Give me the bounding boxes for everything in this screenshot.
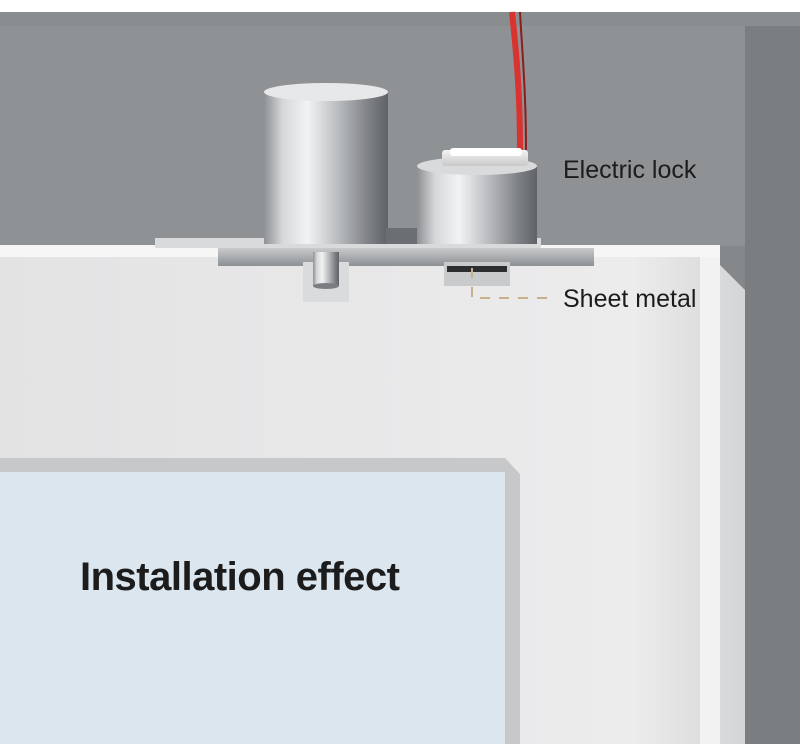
installation-effect-title: Installation effect xyxy=(80,555,400,599)
glass-panel xyxy=(0,472,505,744)
red-wire-dark xyxy=(519,11,527,151)
lock-bolt-cylinder xyxy=(264,83,426,244)
electric-lock-cylinder xyxy=(417,148,537,244)
door-right-bevel xyxy=(700,257,720,744)
top-white-strip xyxy=(0,0,800,12)
sheet-metal-leader xyxy=(471,268,555,299)
sheet-metal-label: Sheet metal xyxy=(563,285,697,313)
electric-lock-label: Electric lock xyxy=(563,156,697,184)
bolt-pin xyxy=(303,252,349,302)
red-wire xyxy=(509,11,523,151)
right-wall-strip xyxy=(745,26,800,744)
mounting-plate xyxy=(218,248,594,266)
sheet-metal-slot xyxy=(444,262,510,286)
